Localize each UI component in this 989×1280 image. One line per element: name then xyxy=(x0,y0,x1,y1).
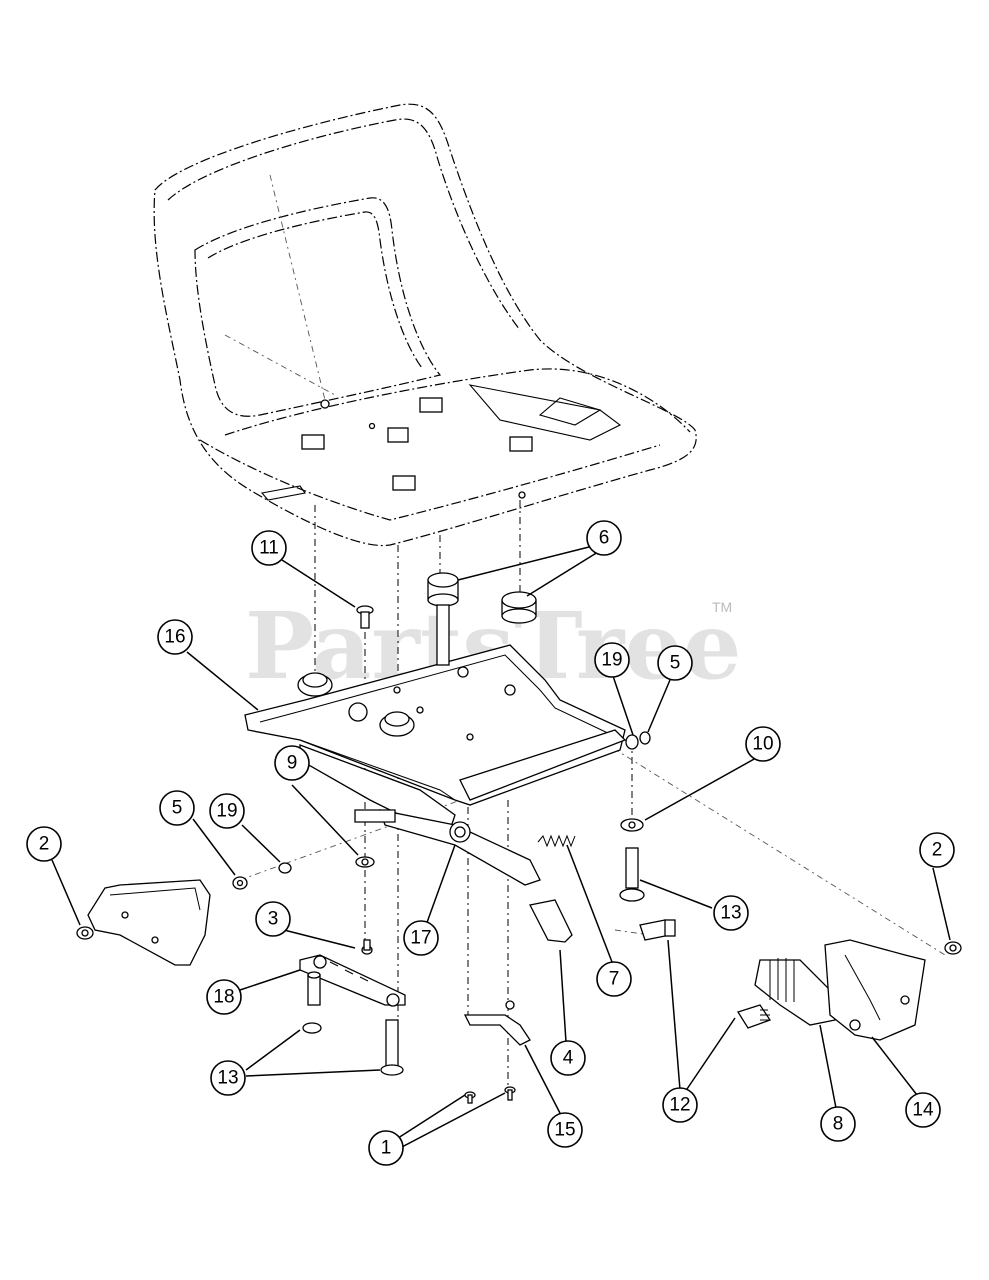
bolt-12-upper-icon xyxy=(639,919,676,941)
seat-pan-bracket xyxy=(244,644,627,831)
svg-text:11: 11 xyxy=(259,538,279,559)
svg-text:13: 13 xyxy=(720,903,741,924)
svg-text:5: 5 xyxy=(172,798,183,819)
callout-13-left: 13 xyxy=(210,1060,246,1096)
callout-7: 7 xyxy=(596,961,632,997)
left-washers xyxy=(232,856,375,955)
callout-12: 12 xyxy=(662,1087,698,1123)
right-washer-bolt xyxy=(619,818,645,902)
callout-8: 8 xyxy=(820,1106,856,1142)
seat-boss-icon xyxy=(301,434,325,450)
bolt-11-icon xyxy=(356,605,374,629)
callout-5-left: 5 xyxy=(159,790,195,826)
spring-icon xyxy=(537,834,576,848)
callout-16: 16 xyxy=(157,619,193,655)
svg-text:6: 6 xyxy=(599,528,610,549)
callout-3: 3 xyxy=(255,901,291,937)
svg-text:17: 17 xyxy=(410,928,431,949)
svg-text:16: 16 xyxy=(164,627,185,648)
watermark-trademark: TM xyxy=(712,599,732,615)
pan-grommets xyxy=(297,672,415,737)
callout-9: 9 xyxy=(274,745,310,781)
callout-13-right: 13 xyxy=(713,895,749,931)
svg-text:2: 2 xyxy=(932,840,943,861)
svg-text:3: 3 xyxy=(268,909,279,930)
callout-5-right: 5 xyxy=(657,645,693,681)
svg-text:12: 12 xyxy=(669,1095,690,1116)
callout-4: 4 xyxy=(550,1040,586,1076)
svg-text:19: 19 xyxy=(601,650,622,671)
callout-19-right: 19 xyxy=(594,642,630,678)
svg-text:1: 1 xyxy=(381,1138,392,1159)
svg-text:10: 10 xyxy=(752,734,773,755)
svg-text:18: 18 xyxy=(213,987,234,1008)
callout-18: 18 xyxy=(206,979,242,1015)
callout-6: 6 xyxy=(586,520,622,556)
svg-text:9: 9 xyxy=(287,753,298,774)
shoulder-bolts-left xyxy=(302,971,404,1076)
leader-lines xyxy=(51,545,951,1149)
svg-text:4: 4 xyxy=(563,1048,574,1069)
callout-15: 15 xyxy=(547,1112,583,1148)
right-adjuster-assembly xyxy=(737,939,962,1041)
callout-14: 14 xyxy=(905,1092,941,1128)
callout-2-right: 2 xyxy=(919,832,955,868)
callout-17: 17 xyxy=(403,920,439,956)
callout-10: 10 xyxy=(745,726,781,762)
svg-text:2: 2 xyxy=(39,834,50,855)
callout-19-left: 19 xyxy=(209,793,245,829)
svg-text:15: 15 xyxy=(554,1120,575,1141)
callout-11: 11 xyxy=(251,530,287,566)
latch-bracket xyxy=(463,1000,531,1046)
right-top-washers xyxy=(625,731,651,750)
left-side-bracket xyxy=(76,879,211,966)
seat xyxy=(153,103,697,547)
screws-1-icon xyxy=(464,1086,516,1104)
svg-text:5: 5 xyxy=(670,653,681,674)
release-handle-icon xyxy=(529,899,573,943)
slide-rail xyxy=(354,809,541,886)
svg-text:14: 14 xyxy=(912,1100,934,1121)
callout-2-left: 2 xyxy=(26,826,62,862)
svg-text:8: 8 xyxy=(833,1114,844,1135)
svg-text:13: 13 xyxy=(217,1068,238,1089)
svg-text:19: 19 xyxy=(216,801,237,822)
svg-text:7: 7 xyxy=(609,969,620,990)
callout-1: 1 xyxy=(368,1130,404,1166)
